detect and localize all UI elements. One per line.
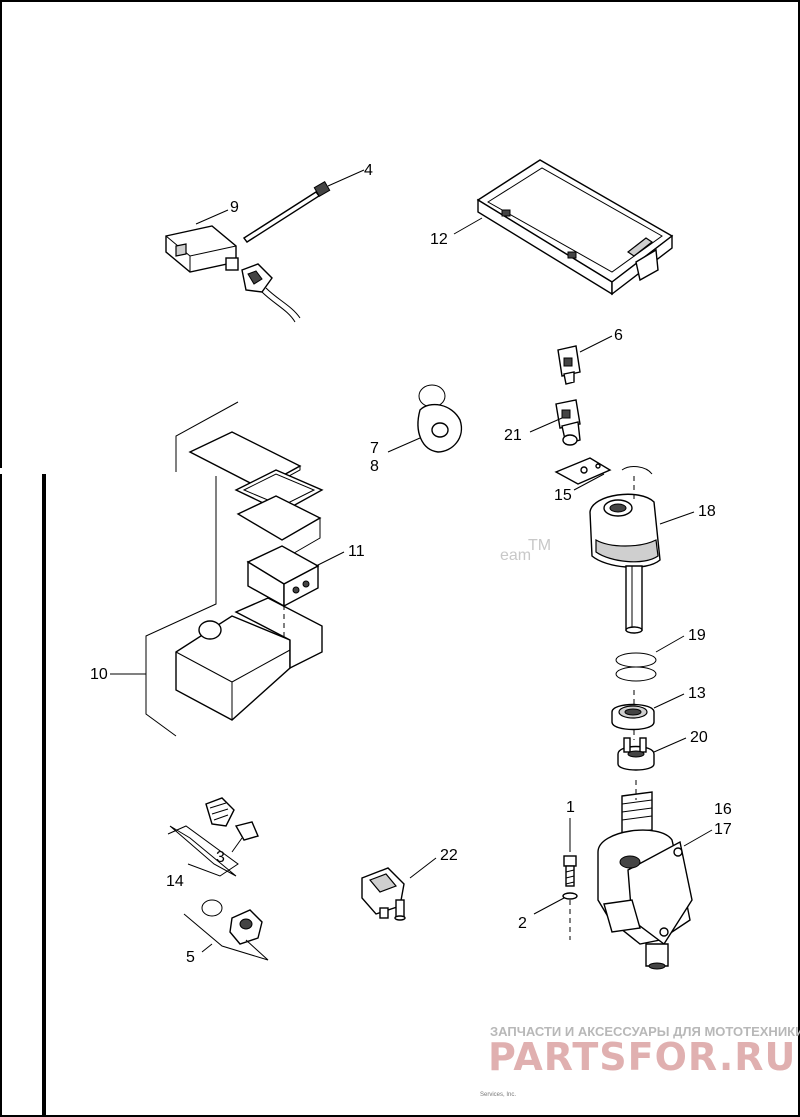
callout-4: 4: [364, 162, 373, 179]
callout-6: 6: [614, 327, 623, 344]
callout-9: 9: [230, 199, 239, 216]
watermark-fragment: eam: [500, 547, 531, 564]
part-9-connector: [165, 225, 301, 323]
part-21-key: [555, 399, 581, 446]
callout-1: 1: [566, 799, 575, 816]
part-13-nut: [611, 703, 655, 731]
part-19-rings: [615, 652, 657, 682]
callout-22: 22: [440, 847, 458, 864]
callout-7: 7: [370, 440, 379, 457]
part-22-sensor: [361, 867, 406, 921]
callout-17: 17: [714, 821, 732, 838]
part-18-knob: [589, 466, 661, 634]
callout-12: 12: [430, 231, 448, 248]
callout-16: 16: [714, 801, 732, 818]
leader-lines: [110, 169, 713, 961]
part-15-bracket: [554, 457, 612, 485]
callout-8: 8: [370, 458, 379, 475]
callout-19: 19: [688, 627, 706, 644]
callout-3: 3: [216, 849, 225, 866]
footer-credit: Services, Inc.: [480, 1092, 516, 1098]
watermark: eam TM ЗАПЧАСТИ И АКСЕССУАРЫ ДЛЯ МОТОТЕХ…: [488, 537, 800, 1079]
callout-2: 2: [518, 915, 527, 932]
part-6-key: [557, 345, 581, 385]
callout-11: 11: [348, 543, 365, 560]
callout-numbers: 4 9 12 6 7 8 21 15 18 11 10 19 13 20 16 …: [90, 162, 732, 966]
part-5-plug: [201, 899, 263, 945]
part-12-module: [476, 159, 674, 296]
callout-14: 14: [166, 873, 184, 890]
callout-21: 21: [504, 427, 522, 444]
part-4-cable-tie: [242, 180, 331, 243]
watermark-tagline: ЗАПЧАСТИ И АКСЕССУАРЫ ДЛЯ МОТОТЕХНИКИ: [490, 1024, 800, 1039]
callout-10: 10: [90, 666, 108, 683]
callout-13: 13: [688, 685, 706, 702]
callout-20: 20: [690, 729, 708, 746]
part-20-retainer: [617, 737, 655, 771]
part-7-8-key-fob: [417, 384, 463, 453]
part-16-17-switch-body: [597, 690, 693, 970]
callout-18: 18: [698, 503, 716, 520]
watermark-trademark: TM: [528, 537, 551, 554]
part-2-washer: [562, 892, 578, 940]
watermark-brand: PARTSFOR.RU: [488, 1035, 796, 1079]
part-11-cell: [246, 545, 320, 608]
callout-15: 15: [554, 487, 572, 504]
part-3-14-fitting: [169, 797, 259, 877]
part-10-housing: [145, 401, 324, 737]
callout-5: 5: [186, 949, 195, 966]
part-1-screw: [563, 855, 577, 887]
